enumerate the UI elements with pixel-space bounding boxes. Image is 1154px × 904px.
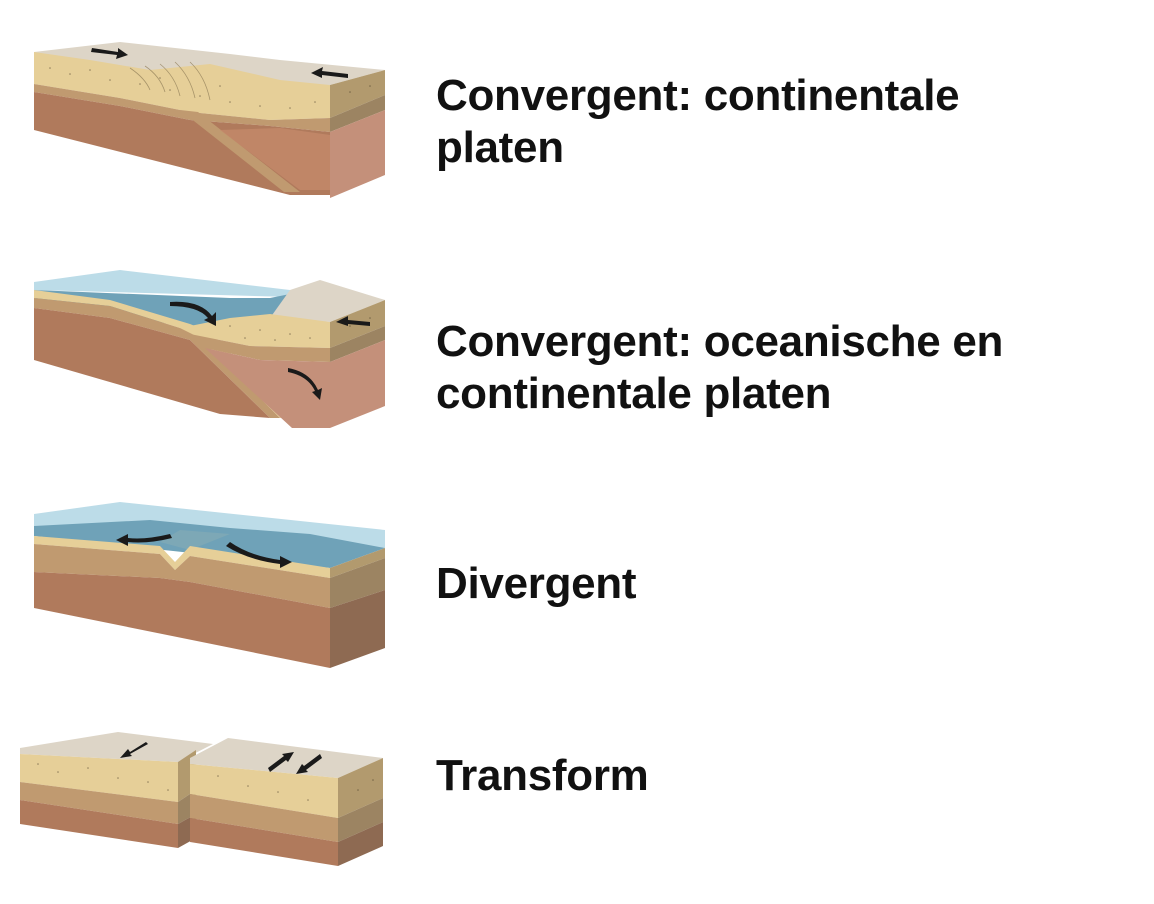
transform-label: Transform: [436, 750, 649, 802]
convergent-oceanic-continental-illustration: [34, 270, 385, 428]
divergent-illustration: [34, 502, 385, 668]
arrow-left-curved-icon: [116, 534, 172, 546]
transform-diagram: [18, 730, 388, 870]
label-line: Divergent: [436, 559, 637, 608]
convergent-continental-illustration: [34, 42, 385, 198]
divergent-label: Divergent: [436, 558, 637, 610]
convergent-oceanic-continental-label: Convergent: oceanische en continentale p…: [436, 316, 1003, 420]
arrow-right-curved-icon: [226, 542, 292, 568]
label-line: Convergent: oceanische en: [436, 317, 1004, 366]
arrow-down-left-icon: [120, 742, 148, 758]
arrow-right-icon: [91, 48, 128, 59]
curved-arrow-subduction-icon: [288, 368, 322, 400]
curved-arrow-down-icon: [170, 301, 216, 326]
divergent-diagram: [30, 500, 390, 675]
convergent-oceanic-continental-diagram: [30, 268, 390, 433]
arrow-up-right-icon: [268, 752, 294, 772]
label-line: platen: [436, 123, 564, 172]
label-line: Transform: [436, 751, 649, 800]
label-line: continentale platen: [436, 369, 832, 418]
convergent-continental-label: Convergent: continentale platen: [436, 70, 960, 174]
arrow-left-icon: [336, 316, 370, 326]
convergent-continental-diagram: [30, 40, 390, 200]
transform-illustration: [20, 732, 383, 866]
arrow-left-icon: [311, 67, 348, 78]
arrow-down-left-icon: [296, 754, 322, 774]
label-line: Convergent: continentale: [436, 71, 960, 120]
